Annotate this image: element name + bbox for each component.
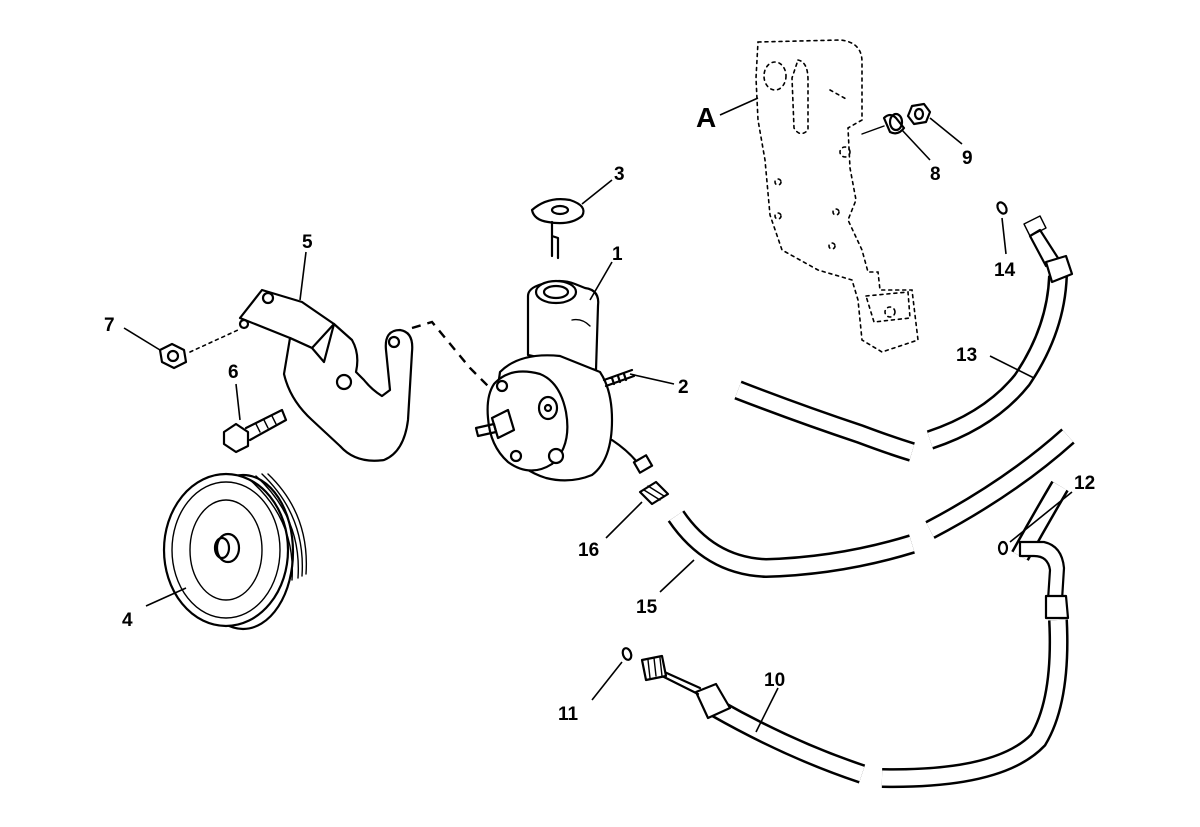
callout-5: 5 [302, 232, 313, 253]
callout-2: 2 [678, 377, 689, 398]
pressure-hose-10 [640, 654, 866, 784]
callout-1: 1 [612, 244, 623, 265]
pressure-hose-12 [881, 480, 1070, 789]
callout-13: 13 [956, 345, 977, 366]
hex-nut-7 [158, 342, 188, 370]
callout-4: 4 [122, 610, 133, 631]
reservoir-cap-dipstick-3 [530, 198, 585, 260]
assembly-guide-line [411, 320, 491, 389]
bolt-6 [222, 408, 288, 454]
pump-bracket-5 [238, 288, 414, 462]
o-ring-11 [621, 647, 633, 661]
callout-labels: A 1 2 3 4 5 6 7 8 9 10 11 12 13 14 15 16 [104, 102, 1095, 725]
callout-9: 9 [962, 148, 973, 169]
callout-7: 7 [104, 315, 115, 336]
callout-11: 11 [558, 704, 579, 725]
power-steering-pump-1 [474, 279, 654, 482]
hex-nut-9 [906, 102, 932, 126]
fitting-16 [638, 480, 670, 506]
callout-16: 16 [578, 540, 599, 561]
leader-lines [123, 97, 1073, 733]
callout-14: 14 [994, 260, 1016, 281]
callout-15: 15 [636, 597, 658, 618]
callout-6: 6 [228, 362, 239, 383]
callout-a: A [696, 102, 716, 133]
pulley-4 [162, 472, 308, 631]
callout-12: 12 [1074, 473, 1095, 494]
engine-bracket-a [755, 39, 919, 353]
callout-3: 3 [614, 164, 625, 185]
callout-10: 10 [764, 670, 785, 691]
o-ring-12 [997, 540, 1009, 556]
callout-8: 8 [930, 164, 941, 185]
o-ring-14 [996, 201, 1008, 215]
supply-hose-15 [667, 428, 1075, 579]
return-hose-13 [734, 215, 1074, 462]
stud-2 [602, 368, 636, 388]
spacer-washer-8 [882, 112, 906, 135]
